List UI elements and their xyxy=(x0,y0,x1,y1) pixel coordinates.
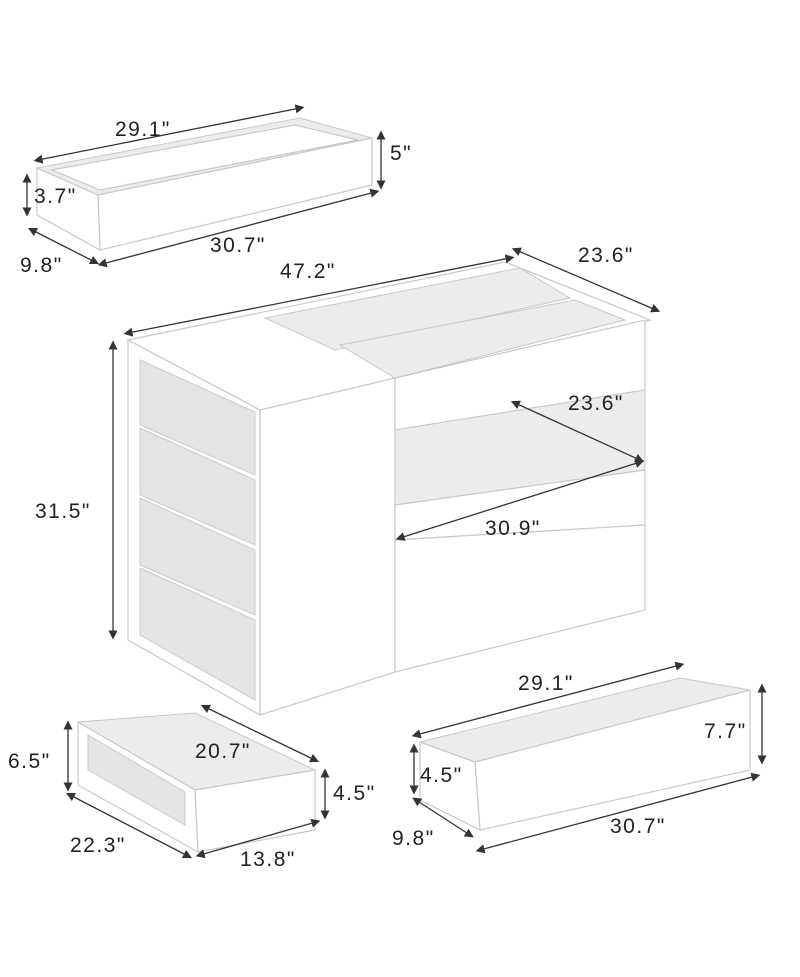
shelf-width: 30.9" xyxy=(485,517,541,540)
shelf-width-arrow xyxy=(395,459,645,541)
unit-depth: 23.6" xyxy=(578,244,634,267)
small-drawer-height-outer: 6.5" xyxy=(8,750,51,773)
bottom-drawer-length-arrow xyxy=(411,661,685,739)
unit-width: 47.2" xyxy=(280,260,336,283)
left-drawers xyxy=(139,359,256,701)
small-drawer-depth: 22.3" xyxy=(70,834,126,857)
top-drawer-height-outer: 5" xyxy=(390,142,412,165)
shelf-depth: 23.6" xyxy=(568,392,624,415)
small-drawer-inner-arrow xyxy=(200,704,320,763)
bottom-drawer-bottom-arrow xyxy=(475,772,761,854)
bottom-drawer-depth-arrow xyxy=(412,797,474,838)
top-drawer xyxy=(35,117,373,252)
bottom-drawer xyxy=(418,677,751,832)
top-drawer-height-inner: 3.7" xyxy=(34,185,77,208)
bottom-drawer-length-bottom: 30.7" xyxy=(610,815,666,838)
top-drawer-length-arrow xyxy=(33,104,305,164)
unit-height: 31.5" xyxy=(35,500,91,523)
bottom-drawer-length-top: 29.1" xyxy=(518,672,574,695)
small-drawer-width: 13.8" xyxy=(240,848,296,871)
small-drawer-height-inner: 4.5" xyxy=(333,782,376,805)
main-unit xyxy=(126,261,653,717)
bottom-drawer-height-outer: 7.7" xyxy=(704,720,747,743)
unit-depth-arrow xyxy=(511,247,661,313)
small-drawer xyxy=(76,712,317,854)
top-drawer-bottom-arrow xyxy=(97,188,380,268)
small-drawer-inner-length: 20.7" xyxy=(195,740,251,763)
shelf-depth-arrow xyxy=(510,400,645,463)
top-drawer-length-top: 29.1" xyxy=(115,118,171,141)
unit-width-arrow xyxy=(123,254,515,337)
top-drawer-depth: 9.8" xyxy=(20,254,63,277)
top-drawer-length-bottom: 30.7" xyxy=(210,234,266,257)
bottom-drawer-height-inner: 4.5" xyxy=(420,764,463,787)
bottom-drawer-depth: 9.8" xyxy=(392,827,435,850)
small-drawer-depth-arrow xyxy=(65,792,193,859)
top-drawer-depth-arrow xyxy=(27,227,100,265)
small-drawer-width-arrow xyxy=(195,818,321,859)
